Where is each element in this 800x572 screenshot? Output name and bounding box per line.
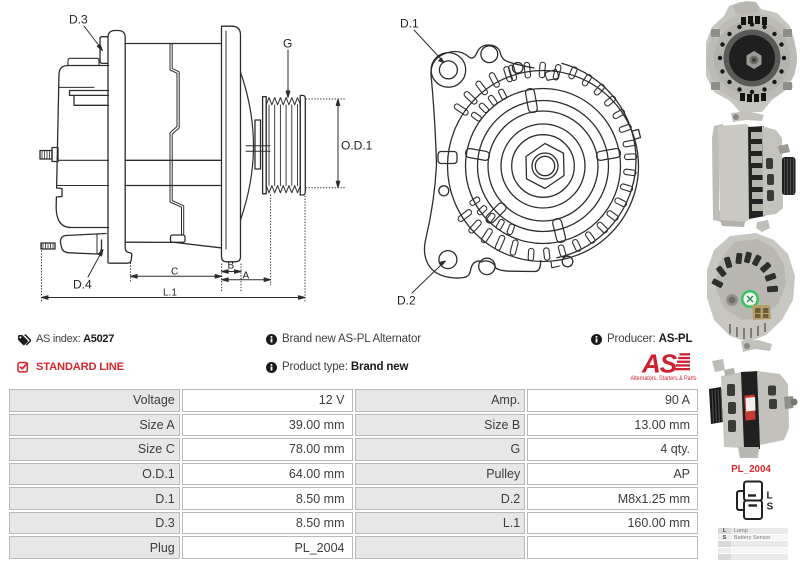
svg-text:Alternators, Starters & Parts: Alternators, Starters & Parts — [631, 376, 697, 382]
svg-text:L: L — [767, 491, 773, 502]
svg-text:O.D.1: O.D.1 — [341, 139, 373, 153]
svg-text:S: S — [767, 501, 774, 512]
svg-text:B: B — [228, 261, 235, 272]
svg-text:D.4: D.4 — [73, 278, 92, 292]
svg-text:C: C — [171, 267, 178, 278]
svg-text:D.3: D.3 — [69, 13, 88, 27]
svg-text:D.1: D.1 — [400, 17, 419, 31]
svg-text:A: A — [243, 271, 250, 282]
svg-text:L.1: L.1 — [163, 288, 177, 299]
svg-text:AS: AS — [641, 350, 678, 379]
svg-text:D.2: D.2 — [397, 294, 416, 308]
svg-text:G: G — [283, 37, 292, 51]
